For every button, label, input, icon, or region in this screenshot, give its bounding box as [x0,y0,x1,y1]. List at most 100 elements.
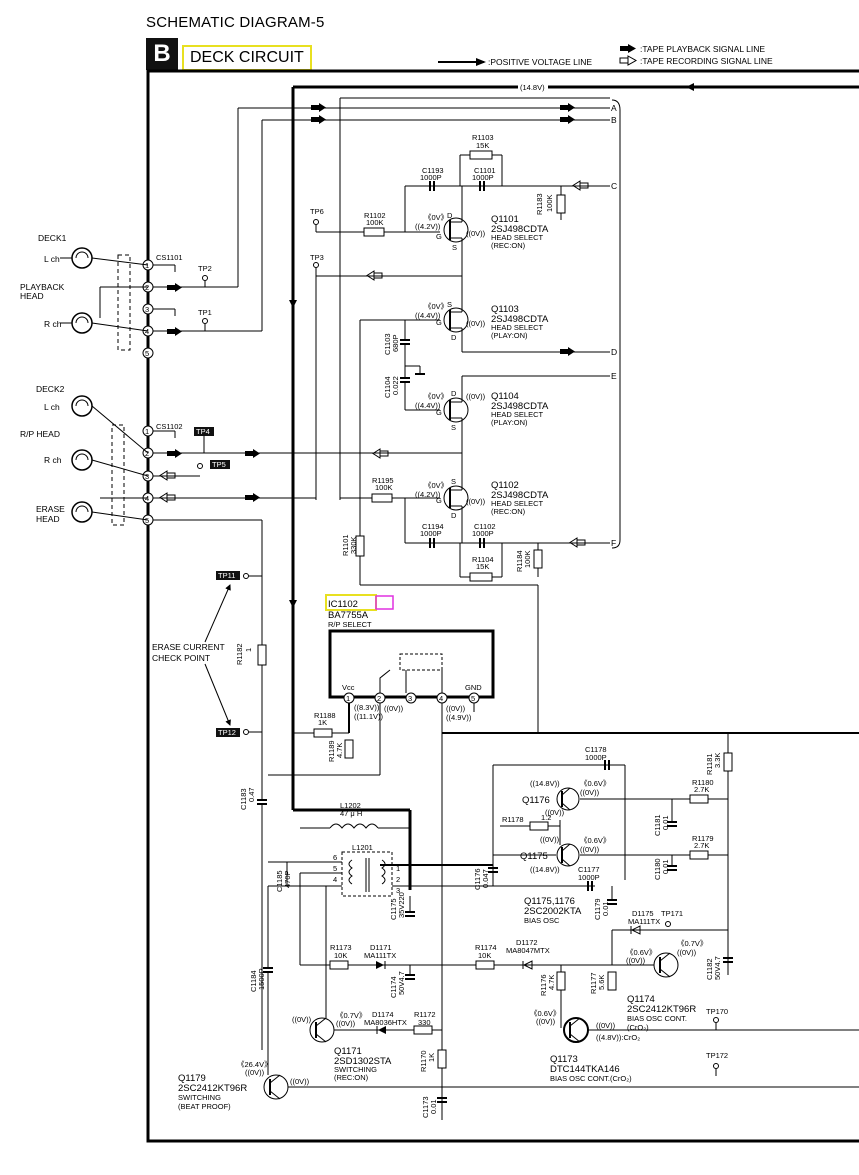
svg-text:C1175: C1175 [389,898,398,920]
svg-text:((4.9V)): ((4.9V)) [446,713,472,722]
q1102-symbol [443,480,469,543]
svg-text:CHECK POINT: CHECK POINT [152,653,210,663]
svg-text:((0V)): ((0V)) [596,1021,616,1030]
svg-text:D: D [451,511,457,520]
tp170-label: TP170 [706,1007,728,1016]
tp3-label: TP3 [310,253,324,262]
q1175-symbol [556,843,580,867]
svg-text:2SJ498CDTA: 2SJ498CDTA [491,314,549,325]
page-title: SCHEMATIC DIAGRAM-5 [146,14,325,31]
q1174-label: Q1174 [627,994,655,1005]
svg-text:3.3K: 3.3K [713,753,722,768]
svg-text:100K: 100K [523,550,532,568]
svg-text:((4.2V)): ((4.2V)) [415,490,441,499]
svg-text:10K: 10K [478,951,491,960]
svg-text:35V220: 35V220 [397,892,406,918]
svg-text:MA111TX: MA111TX [364,951,396,960]
svg-text:2SC2412KT96R: 2SC2412KT96R [178,1083,247,1094]
svg-text:R1180: R1180 [692,778,714,787]
svg-text:D1171: D1171 [370,943,392,952]
svg-text:2SJ498CDTA: 2SJ498CDTA [491,401,549,412]
svg-text:S: S [447,300,452,309]
svg-text:G: G [436,318,442,327]
svg-text:((0V)): ((0V)) [580,845,600,854]
svg-text:((8.3V)): ((8.3V)) [354,703,380,712]
svg-text:0.01: 0.01 [601,901,610,916]
svg-text:100K: 100K [545,194,554,212]
svg-text:((0V)): ((0V)) [466,229,486,238]
svg-text:0.01: 0.01 [661,815,670,830]
svg-text:2SC2412KT96R: 2SC2412KT96R [627,1004,696,1015]
svg-text:R1179: R1179 [692,834,714,843]
d1174-symbol [378,1026,386,1034]
svg-text:C1193: C1193 [422,166,444,175]
svg-text:((4.4V)): ((4.4V)) [415,311,441,320]
svg-text:1: 1 [396,864,400,873]
svg-text:0.47: 0.47 [247,787,256,802]
playback-arrow-icon [620,44,636,53]
svg-text:Q1175,1176: Q1175,1176 [524,896,575,907]
tp171-label: TP171 [661,909,683,918]
svg-text:(PLAY:ON): (PLAY:ON) [491,331,528,340]
svg-text:C1173: C1173 [421,1096,430,1118]
svg-text:0.01: 0.01 [661,859,670,874]
deck2-lch-head [71,395,93,417]
svg-text:0.01: 0.01 [429,1099,438,1114]
svg-text:HEAD SELECT: HEAD SELECT [491,323,544,332]
svg-text:330: 330 [418,1018,431,1027]
svg-text:50V4.7: 50V4.7 [397,971,406,995]
svg-text:C1103: C1103 [383,333,392,355]
svg-text:D: D [451,389,457,398]
svg-text:ERASE CURRENT: ERASE CURRENT [152,642,225,652]
deck1-rch-head [71,312,93,334]
svg-text:D1175: D1175 [632,909,654,918]
legend-positive: :POSITIVE VOLTAGE LINE [488,57,592,67]
tp2-label: TP2 [198,264,212,273]
svg-text:1000P: 1000P [585,753,607,762]
svg-text:2: 2 [377,694,381,703]
svg-text:4.7K: 4.7K [547,975,556,990]
section-badge: B [146,38,178,70]
svg-text:《0.6V》: 《0.6V》 [580,836,610,845]
svg-text:5: 5 [333,864,337,873]
svg-text:《0V》: 《0V》 [424,213,448,222]
q1104-label: Q1104 [491,391,519,402]
svg-text:2SD1302STA: 2SD1302STA [334,1056,392,1067]
svg-text:0.047: 0.047 [481,869,490,888]
tp6-label: TP6 [310,207,324,216]
svg-text:((0V)): ((0V)) [677,948,697,957]
svg-text:1: 1 [145,261,149,270]
svg-text:HEAD SELECT: HEAD SELECT [491,233,544,242]
svg-text:10K: 10K [334,951,347,960]
svg-text:MA8036HTX: MA8036HTX [364,1018,407,1027]
svg-text:《0.7V》: 《0.7V》 [677,939,707,948]
svg-text:1: 1 [145,427,149,436]
playback-arrow-icon [311,103,575,124]
svg-text:R1170: R1170 [419,1050,428,1072]
svg-text:R1102: R1102 [364,211,386,220]
svg-text:4: 4 [439,694,443,703]
q1103-label: Q1103 [491,304,519,315]
svg-text:(CrO₂): (CrO₂) [627,1023,649,1032]
svg-text:C1183: C1183 [239,788,248,810]
svg-text:1000P: 1000P [472,173,494,182]
svg-text:PLAYBACK: PLAYBACK [20,282,65,292]
svg-text:《0V》: 《0V》 [424,302,448,311]
svg-text:1500P: 1500P [257,968,266,990]
q1103-symbol [443,300,469,352]
svg-text:BIAS OSC CONT.: BIAS OSC CONT. [627,1014,687,1023]
svg-text:R1182: R1182 [235,643,244,665]
svg-text:D: D [451,333,457,342]
tp1-label: TP1 [198,308,212,317]
svg-text:R/P HEAD: R/P HEAD [20,429,60,439]
svg-text:3: 3 [396,886,400,895]
svg-text:(REC:ON): (REC:ON) [491,507,526,516]
svg-text:((14.8V)): ((14.8V)) [530,865,560,874]
svg-text:4: 4 [145,327,149,336]
svg-text:C1177: C1177 [578,865,600,874]
playback-arrow-icon [167,449,260,502]
q1175-label: Q1175 [520,851,548,862]
svg-text:HEAD: HEAD [36,514,60,524]
svg-text:330K: 330K [349,536,358,554]
l1201-symbol [341,851,393,897]
